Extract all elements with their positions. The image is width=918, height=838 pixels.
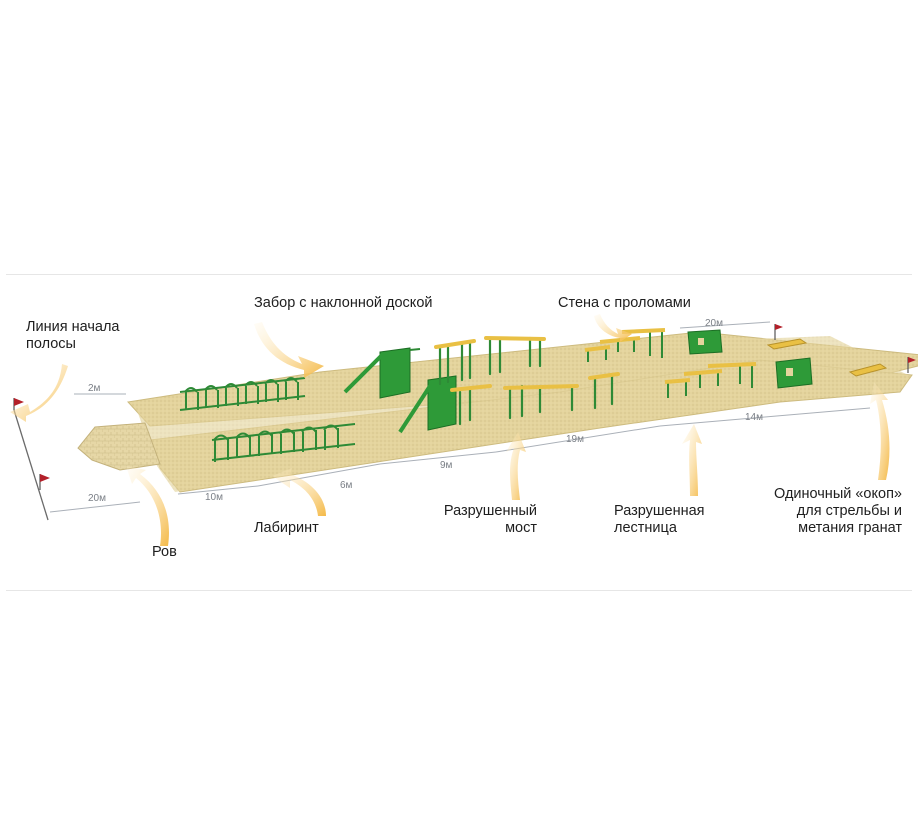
- arrow-wall-icon: [594, 314, 632, 342]
- dim-14m: 14м: [745, 412, 763, 423]
- top-divider: [6, 274, 912, 275]
- dim-20m-right: 20м: [705, 318, 723, 329]
- flag-left-icon: [14, 398, 24, 406]
- arrow-start-line-icon: [10, 364, 68, 422]
- wall-obstacle: [687, 329, 813, 389]
- bottom-divider: [6, 590, 912, 591]
- dim-19m: 19м: [566, 434, 584, 445]
- flag-left-2-icon: [40, 474, 50, 482]
- wall-front: [775, 357, 813, 389]
- dim-20m-left: 20м: [88, 493, 106, 504]
- arrow-bridge-icon: [506, 432, 526, 500]
- arrow-trench-icon: [870, 382, 890, 480]
- wall-back: [687, 329, 723, 355]
- dimension-lines: [49, 321, 871, 513]
- label-start-line: Линия начала полосы: [26, 319, 120, 352]
- fence-wall-front: [427, 375, 457, 431]
- flag-right-2-icon: [908, 357, 916, 363]
- dim-9m: 9м: [440, 460, 453, 471]
- arrow-ditch-icon: [126, 466, 169, 546]
- dim-6m: 6м: [340, 480, 353, 491]
- trench-obstacle: [766, 338, 888, 377]
- callout-arrows: [10, 314, 890, 546]
- label-ditch: Ров: [152, 544, 177, 560]
- ditch: [77, 422, 161, 471]
- labyrinth-front: [211, 423, 356, 462]
- fence-obstacle: [343, 347, 457, 434]
- label-bridge: Разрушенный мост: [443, 503, 537, 536]
- label-trench: Одиночный «окоп» для стрельбы и метания …: [773, 486, 902, 536]
- fence-wall-back: [379, 347, 411, 399]
- label-labyrinth: Лабиринт: [254, 520, 319, 536]
- track-strips: [77, 331, 918, 493]
- stairs-obstacle: [584, 328, 757, 398]
- dim-2m: 2м: [88, 383, 101, 394]
- flag-right-icon: [775, 324, 783, 330]
- label-stairs: Разрушенная лестница: [614, 503, 705, 536]
- label-wall: Стена с проломами: [558, 295, 691, 311]
- label-fence: Забор с наклонной доской: [254, 295, 433, 311]
- bridge-obstacle: [434, 336, 620, 426]
- dim-10m: 10м: [205, 492, 223, 503]
- labyrinth-back: [179, 377, 306, 411]
- arrow-stairs-icon: [682, 424, 702, 496]
- arrow-labyrinth-icon: [272, 468, 326, 516]
- start-line: [13, 324, 916, 521]
- dimension-labels: 2м 20м 10м 6м 9м 19м 14м 20м: [88, 318, 763, 504]
- arrow-fence-icon: [254, 322, 324, 378]
